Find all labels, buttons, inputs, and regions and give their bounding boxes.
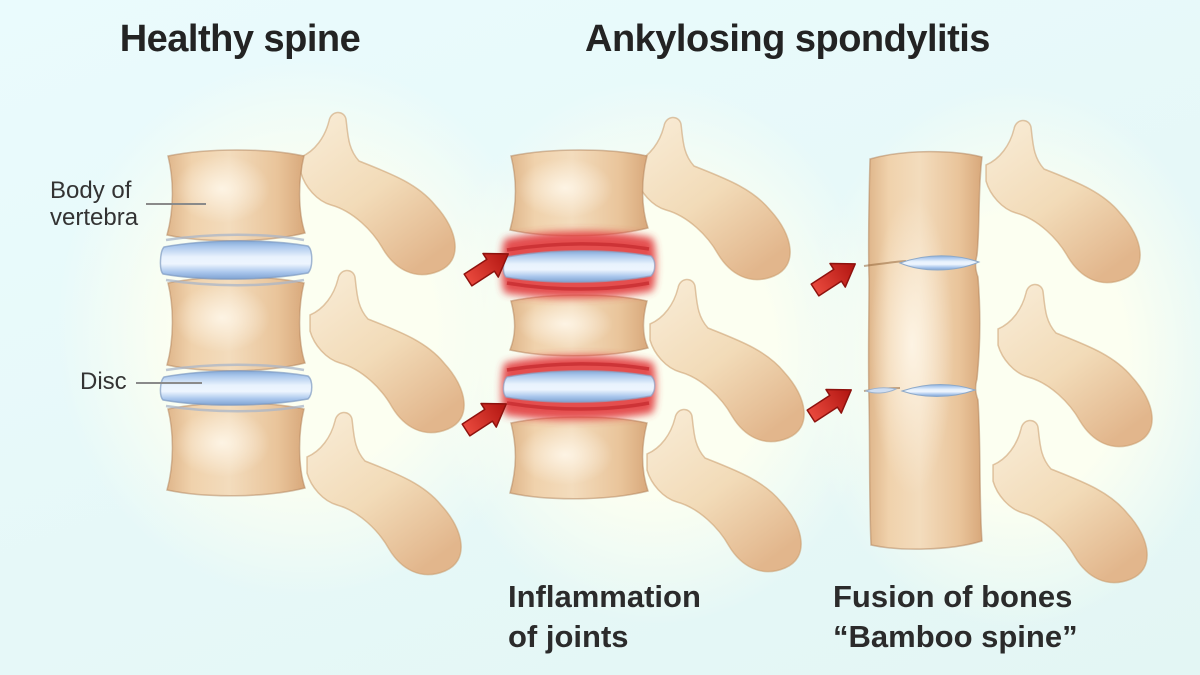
- label-body-line2: vertebra: [50, 204, 139, 231]
- pointer-line-disc: [136, 382, 202, 384]
- caption-inflammation-line1: Inflammation: [508, 579, 701, 614]
- title-healthy-spine: Healthy spine: [119, 18, 361, 60]
- disc-remnant-sliver: [864, 387, 898, 394]
- fusion-arrow-lower: [806, 388, 853, 423]
- caption-fusion-of-bones: Fusion of bones “Bamboo spine”: [833, 577, 1078, 657]
- inflammation-arrow-lower: [461, 402, 508, 437]
- column-highlight: [870, 195, 954, 495]
- body-highlights: [517, 158, 613, 485]
- posterior-processes: [635, 116, 805, 573]
- caption-fusion-line1: Fusion of bones: [833, 579, 1073, 614]
- fusion-crack-1: [863, 260, 907, 267]
- body-highlights: [174, 155, 270, 477]
- inflamed-disc-edges: [506, 242, 650, 411]
- caption-inflammation-line2: of joints: [508, 619, 629, 654]
- disc-1: [502, 250, 656, 283]
- disc-1: [159, 240, 313, 280]
- disc-2: [159, 370, 313, 406]
- label-body-of-vertebra: Body of vertebra: [50, 177, 138, 231]
- fusion-arrow-upper: [810, 262, 857, 297]
- fused-spine-illustration: [863, 119, 1153, 584]
- caption-inflammation-of-joints: Inflammation of joints: [508, 577, 701, 657]
- disc-2: [502, 370, 656, 403]
- posterior-processes: [985, 119, 1153, 584]
- label-disc: Disc: [80, 368, 127, 395]
- posterior-processes: [300, 111, 465, 576]
- disc-remnant-1: [898, 255, 981, 271]
- inflammation-arrow-upper: [463, 252, 510, 287]
- fused-disc-remnants: [863, 255, 981, 397]
- pointer-line-body-of-vertebra: [146, 203, 206, 205]
- intervertebral-discs: [159, 240, 313, 406]
- label-body-line1: Body of: [50, 177, 132, 204]
- endplate-lines: [165, 233, 305, 413]
- title-ankylosing-spondylitis: Ankylosing spondylitis: [585, 18, 990, 60]
- caption-fusion-line2: “Bamboo spine”: [833, 619, 1078, 654]
- intervertebral-discs: [502, 250, 656, 403]
- healthy-spine-illustration: [159, 111, 465, 576]
- inflamed-spine-illustration: [501, 116, 805, 573]
- disc-remnant-2: [900, 383, 977, 397]
